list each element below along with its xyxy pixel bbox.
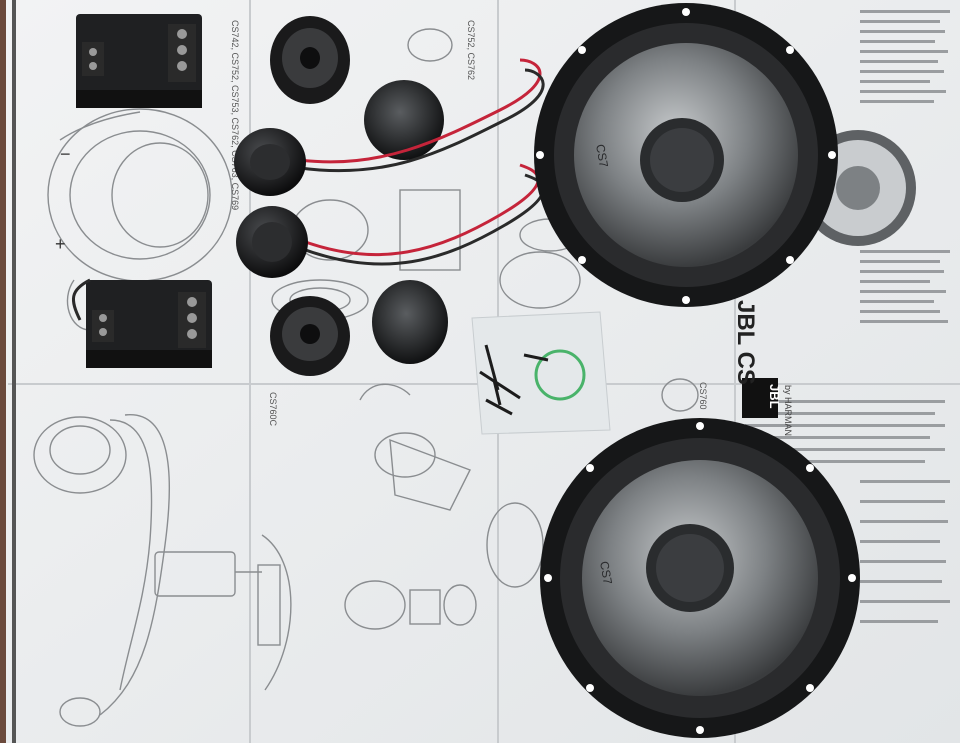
tweeter-left-top — [234, 128, 306, 196]
tweeter-mount-cup-bottom — [270, 296, 350, 376]
screws — [479, 344, 549, 416]
model-cs760c-text: CS760C — [268, 392, 278, 427]
manual-line-art — [33, 28, 699, 727]
woofer-top-badge: CS7 — [593, 143, 611, 169]
model-codes-text: CS742, CS752, CS753, CS762, CS763, CS769 — [230, 20, 240, 210]
manual-text-lines — [745, 10, 950, 623]
jbl-logo-badge: JBL — [742, 378, 782, 418]
woofer-mount-holes — [536, 8, 856, 734]
tweeter-left-bottom — [236, 206, 308, 278]
screw-bag — [471, 311, 611, 435]
tweeter-dome-bottom — [372, 280, 448, 364]
minus-sign: − — [60, 144, 71, 164]
woofer-bottom-badge: CS7 — [597, 560, 615, 586]
model-cs760-text: CS760 — [698, 382, 708, 410]
harman-text: by HARMAN — [783, 385, 793, 436]
tweeter-mount-cup-top — [270, 16, 350, 104]
jbl-logo-text: JBL — [767, 384, 782, 409]
tweeter-dome-top — [364, 80, 444, 160]
plus-sign: + — [55, 234, 66, 254]
model-cs752-text: CS752, CS762 — [466, 20, 476, 80]
jbl-brand-title: JBL CS — [732, 300, 759, 385]
woofer-top — [534, 3, 838, 307]
crossover-top — [76, 14, 202, 108]
woofer-bottom — [540, 418, 860, 738]
crossover-bottom — [86, 280, 212, 368]
